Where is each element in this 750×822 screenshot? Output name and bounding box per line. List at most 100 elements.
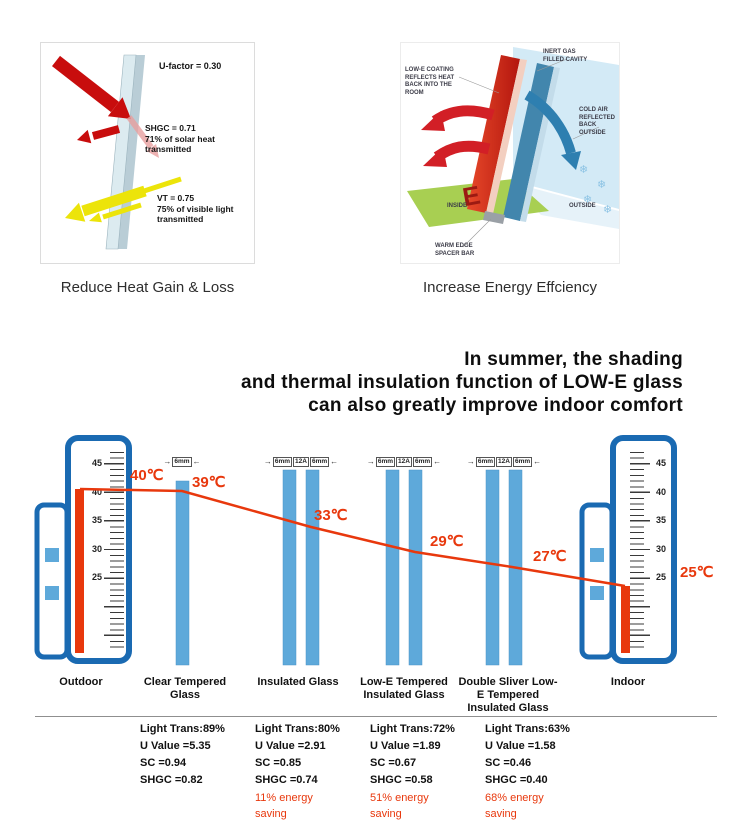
air-gap: 12A [496, 457, 512, 467]
arrow-left-icon: ← [433, 457, 442, 466]
stats-column-lowe: Light Trans:72% U Value =1.89 SC =0.67 S… [370, 721, 482, 822]
stat-light-trans: Light Trans:80% [255, 723, 340, 735]
shgc-value: SHGC = 0.71 [145, 123, 196, 133]
arrow-left-icon: ← [533, 457, 542, 466]
air-gap: 12A [293, 457, 309, 467]
pane-thickness: 6mm [512, 457, 533, 467]
energy-efficiency-diagram-panel: E ❄ ❄ ❄ ❄ LOW [400, 42, 620, 264]
category-outdoor: Outdoor [59, 676, 103, 688]
scale-45: 45 [91, 458, 102, 468]
stat-shgc: SHGC =0.74 [255, 774, 318, 786]
stat-u-value: U Value =2.91 [255, 740, 326, 752]
insulated-glass-bar-1 [282, 469, 297, 666]
stat-sc: SC =0.94 [140, 757, 187, 769]
scale-25: 25 [656, 572, 667, 582]
air-gap: 12A [396, 457, 412, 467]
clear-glass-bar [175, 480, 190, 666]
temp-indoor: 25℃ [680, 564, 714, 581]
stat-u-value: U Value =1.58 [485, 740, 556, 752]
stat-sc: SC =0.85 [255, 757, 302, 769]
label-inside: INSIDE [447, 203, 468, 209]
stat-sc: SC =0.46 [485, 757, 532, 769]
lowe-glass-config: → 6mm 12A 6mm ← [359, 456, 449, 468]
stat-shgc: SHGC =0.58 [370, 774, 433, 786]
stat-shgc: SHGC =0.40 [485, 774, 548, 786]
stats-column-clear: Light Trans:89% U Value =5.35 SC =0.94 S… [140, 721, 252, 790]
energy-efficiency-diagram-graphic: E ❄ ❄ ❄ ❄ [407, 47, 619, 248]
stat-energy-saving: 11% energy saving [255, 792, 313, 820]
scale-30: 30 [91, 544, 102, 554]
headline-line-3: can also greatly improve indoor comfort [308, 395, 683, 416]
stats-divider [35, 716, 717, 717]
category-double: Double Sliver Low-E Tempered Insulated G… [458, 676, 558, 714]
heat-gain-caption: Reduce Heat Gain & Loss [60, 279, 235, 296]
scale-35: 35 [656, 515, 667, 525]
outdoor-thermometer-major-ticks [104, 463, 124, 643]
scale-25: 25 [91, 572, 102, 582]
headline: In summer, the shading and thermal insul… [60, 348, 683, 417]
category-indoor: Indoor [610, 676, 646, 688]
temp-double: 27℃ [533, 548, 567, 565]
stat-light-trans: Light Trans:89% [140, 723, 225, 735]
spacer-bar [483, 211, 505, 224]
temperature-comparison-chart: 45 40 35 30 25 45 40 35 30 25 → 6mm ← → … [0, 430, 750, 720]
clear-glass-config: → 6mm ← [152, 456, 212, 468]
indoor-mercury [621, 586, 630, 653]
pane-thickness: 6mm [172, 457, 192, 467]
stat-sc: SC =0.67 [370, 757, 417, 769]
stat-shgc: SHGC =0.82 [140, 774, 203, 786]
label-low-e-coating: LOW-E COATING REFLECTS HEAT BACK INTO TH… [405, 67, 455, 96]
scale-35: 35 [91, 515, 102, 525]
label-outside: OUTSIDE [569, 203, 596, 209]
lowe-glass-bar-1 [385, 469, 400, 666]
shgc-desc: 71% of solar heat transmitted [145, 133, 215, 155]
stat-light-trans: Light Trans:63% [485, 723, 570, 735]
pane-thickness: 6mm [412, 457, 433, 467]
scale-30: 30 [656, 544, 667, 554]
lowe-glass-bar-2 [408, 469, 423, 666]
stat-light-trans: Light Trans:72% [370, 723, 455, 735]
stat-u-value: U Value =5.35 [140, 740, 211, 752]
outdoor-device [34, 502, 70, 660]
label-warm-edge: WARM EDGE SPACER BAR [435, 243, 475, 257]
headline-line-1: In summer, the shading [464, 349, 683, 370]
glass-pane [105, 54, 145, 250]
temp-clear: 39℃ [192, 474, 226, 491]
stats-column-insulated: Light Trans:80% U Value =2.91 SC =0.85 S… [255, 721, 367, 822]
stat-energy-saving: 68% energy saving [485, 792, 544, 820]
visible-light-arrow-icon [65, 176, 182, 223]
arrow-right-icon: → [466, 457, 475, 466]
insulated-glass-bar-2 [305, 469, 320, 666]
shgc-block: SHGC = 0.71 71% of solar heat transmitte… [145, 123, 240, 155]
temp-insulated: 33℃ [314, 507, 348, 524]
snowflake-icon: ❄ [603, 204, 612, 216]
insulated-glass-config: → 6mm 12A 6mm ← [256, 456, 346, 468]
arrow-right-icon: → [366, 457, 375, 466]
scale-45: 45 [656, 458, 667, 468]
temp-outdoor: 40℃ [130, 467, 164, 484]
vt-block: VT = 0.75 75% of visible light transmitt… [157, 193, 243, 225]
indoor-thermometer-major-ticks [630, 463, 650, 643]
glass-bars [175, 469, 523, 666]
vt-value: VT = 0.75 [157, 193, 195, 203]
cold-air-arrow-icon [524, 90, 581, 170]
outdoor-mercury [75, 489, 84, 653]
pane-thickness: 6mm [375, 457, 396, 467]
snowflake-icons: ❄ ❄ ❄ ❄ [579, 164, 612, 216]
pane-thickness: 6mm [475, 457, 496, 467]
category-insulated: Insulated Glass [257, 676, 339, 688]
solar-heat-arrow-icon [52, 55, 159, 158]
scale-40: 40 [91, 487, 102, 497]
stats-column-double-lowe: Light Trans:63% U Value =1.58 SC =0.46 S… [485, 721, 597, 822]
indoor-device [579, 502, 615, 660]
temp-lowe: 29℃ [430, 533, 464, 550]
snowflake-icon: ❄ [597, 179, 606, 191]
callout-lines [458, 58, 600, 248]
snowflake-icon: ❄ [583, 194, 592, 206]
heat-reflect-arrows-icon [421, 105, 495, 167]
double-lowe-glass-bar-2 [508, 469, 523, 666]
label-inert-gas: INERT GAS FILLED CAVITY [543, 49, 588, 63]
arrow-right-icon: → [163, 457, 172, 466]
label-cold-air: COLD AIR REFLECTED BACK OUTSIDE [579, 107, 615, 136]
